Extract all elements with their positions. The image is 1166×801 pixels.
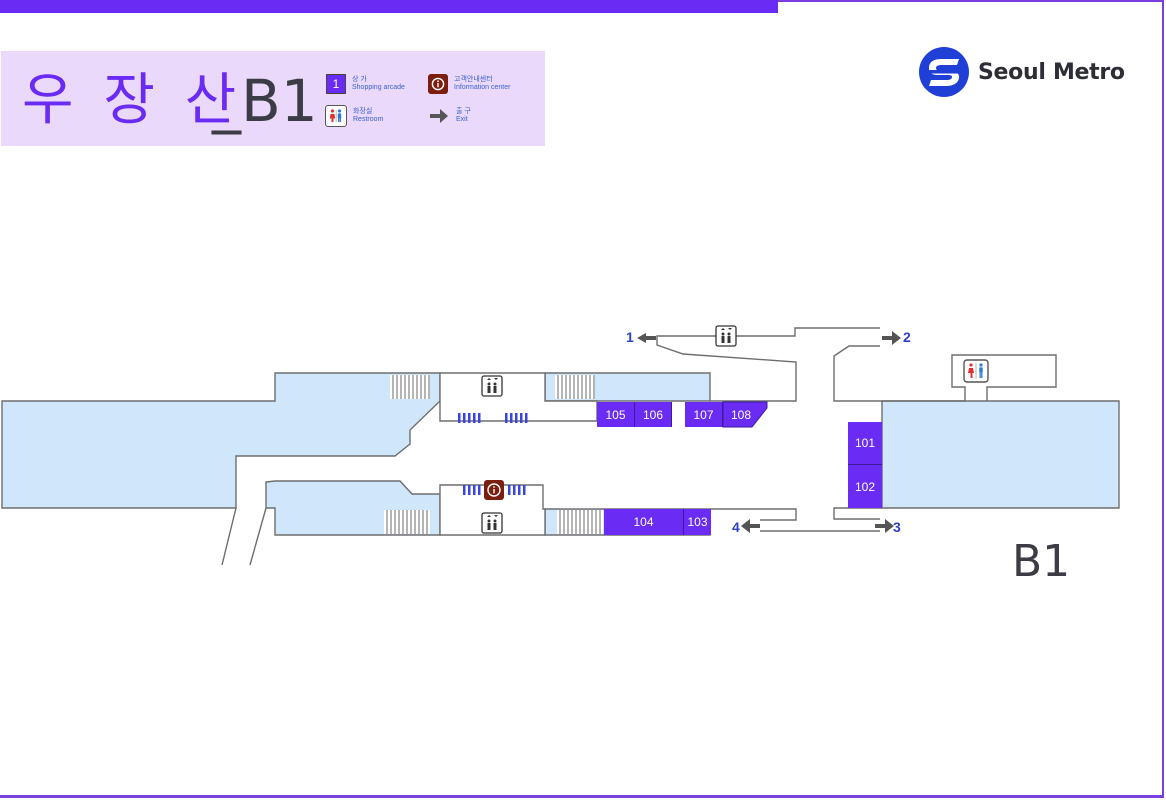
shop-106[interactable]: 106 <box>635 402 672 427</box>
legend-shopping-arcade: 1 상 가 Shopping arcade <box>326 74 405 94</box>
left-platform-area <box>1 372 441 509</box>
exit-3-arrow-icon <box>875 519 894 533</box>
legend-restroom-en: Restroom <box>353 116 384 123</box>
fare-gates <box>458 413 528 495</box>
right-platform-area <box>881 400 1120 509</box>
header-banner <box>1 51 545 146</box>
legend-shop-ko: 상 가 <box>352 76 367 83</box>
seoul-metro-logo: Seoul Metro <box>918 46 1125 98</box>
exit-2-arrow-icon <box>882 331 901 345</box>
shop-102[interactable]: 102 <box>848 465 882 508</box>
exit-3-passage <box>833 507 882 520</box>
exit-1-label: 1 <box>626 329 634 345</box>
legend-exit-en: Exit <box>456 116 468 123</box>
exit-1-passage <box>656 335 797 402</box>
stairs-group <box>384 375 603 534</box>
stairs-upper-right <box>555 375 595 399</box>
exit-4-passage-top <box>710 508 797 521</box>
tunnel-line-left <box>221 507 237 566</box>
floor-title: _B1 <box>212 67 318 135</box>
legend-information-center: 고객안내센터 Information center <box>428 74 510 94</box>
fare-gate-upper-left <box>458 413 481 423</box>
stairs-upper-left <box>390 375 430 399</box>
shop-101[interactable]: 101 <box>848 422 882 465</box>
exit-3-label: 3 <box>893 519 901 535</box>
exit-1-arrow-icon <box>637 333 656 343</box>
information-center-icon <box>484 480 504 500</box>
fare-gate-upper-right <box>505 413 528 423</box>
legend-shop-en: Shopping arcade <box>352 84 405 91</box>
elevator-icon-lower <box>481 512 503 534</box>
station-name: 우 장 산 <box>22 68 243 133</box>
shop-108-shape <box>722 401 768 428</box>
fare-gate-lower-right <box>508 485 526 495</box>
top-accent-bar <box>0 0 778 13</box>
upper-concourse <box>439 372 598 422</box>
exit-2-passage <box>833 345 882 402</box>
legend-exit: 출 구 Exit <box>428 107 471 125</box>
stairs-lower-right <box>557 510 603 534</box>
shop-number-icon: 1 <box>326 74 346 94</box>
info-icon <box>428 74 448 94</box>
restroom-icon <box>325 105 347 127</box>
exit-arrow-icon <box>428 107 450 125</box>
restroom-map-icon <box>963 359 989 383</box>
exit-4-label: 4 <box>732 519 740 535</box>
elevator-icon-exit-1 <box>715 325 737 347</box>
shop-103[interactable]: 103 <box>684 509 711 535</box>
seoul-metro-logo-text: Seoul Metro <box>978 59 1125 85</box>
shop-105[interactable]: 105 <box>597 402 635 427</box>
exit-2-label: 2 <box>903 329 911 345</box>
fare-gate-lower-left <box>463 485 481 495</box>
seoul-metro-logo-icon <box>918 46 970 98</box>
tunnel-line-right <box>249 507 267 566</box>
shop-108[interactable]: 108 <box>730 407 752 422</box>
shop-104[interactable]: 104 <box>604 509 684 535</box>
restroom-area-outline <box>882 354 1057 402</box>
stairs-lower-left <box>384 510 430 534</box>
exit-2-passage-top <box>733 327 880 337</box>
lower-concourse <box>439 484 546 536</box>
legend-info-ko: 고객안내센터 <box>454 76 493 83</box>
exit-4-arrow-icon <box>741 519 760 533</box>
elevator-icon-upper <box>481 375 503 397</box>
legend-exit-ko: 출 구 <box>456 108 471 115</box>
legend-restroom-ko: 화장실 <box>353 108 373 115</box>
floor-marker: B1 <box>1012 536 1071 587</box>
legend-restroom: 화장실 Restroom <box>325 105 383 127</box>
shop-107[interactable]: 107 <box>685 402 723 427</box>
legend-info-en: Information center <box>454 84 511 91</box>
